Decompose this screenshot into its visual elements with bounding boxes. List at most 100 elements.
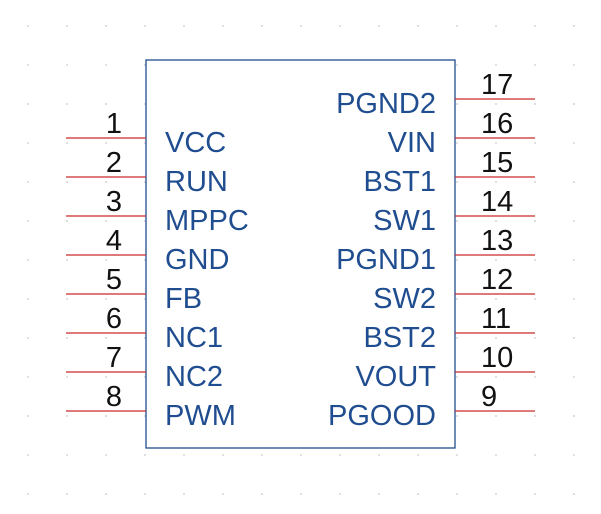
grid-dot bbox=[105, 337, 107, 339]
grid-dot bbox=[573, 376, 575, 378]
grid-dot bbox=[339, 454, 341, 456]
grid-dot bbox=[144, 454, 146, 456]
grid-dot bbox=[456, 181, 458, 183]
grid-dot bbox=[495, 25, 497, 27]
grid-dot bbox=[66, 454, 68, 456]
grid-dot bbox=[534, 181, 536, 183]
grid-dot bbox=[456, 415, 458, 417]
grid-dot bbox=[456, 64, 458, 66]
pin-name: RUN bbox=[165, 166, 228, 198]
grid-dot bbox=[534, 493, 536, 495]
pin-number: 12 bbox=[481, 264, 513, 296]
pin-number: 9 bbox=[481, 381, 497, 413]
pin-5: 5FB bbox=[66, 264, 202, 315]
grid-dot bbox=[534, 415, 536, 417]
grid-dot bbox=[222, 493, 224, 495]
grid-dot bbox=[183, 25, 185, 27]
grid-dot bbox=[105, 415, 107, 417]
pin-name: VOUT bbox=[355, 361, 436, 393]
pin-name: SW1 bbox=[373, 205, 436, 237]
pin-name: GND bbox=[165, 244, 229, 276]
grid-dot bbox=[105, 220, 107, 222]
grid-dot bbox=[144, 493, 146, 495]
grid-dot bbox=[27, 64, 29, 66]
pin-name: PWM bbox=[165, 400, 236, 432]
grid-dot bbox=[417, 493, 419, 495]
grid-dot bbox=[573, 259, 575, 261]
grid-dot bbox=[534, 103, 536, 105]
grid-dot bbox=[456, 298, 458, 300]
grid-dot bbox=[573, 337, 575, 339]
grid-dot bbox=[534, 337, 536, 339]
grid-dot bbox=[534, 454, 536, 456]
grid-dot bbox=[495, 142, 497, 144]
ic-body bbox=[145, 59, 456, 449]
pin-name: NC1 bbox=[165, 322, 223, 354]
grid-dot bbox=[105, 25, 107, 27]
pin-number: 8 bbox=[106, 381, 122, 413]
pin-number: 14 bbox=[481, 186, 513, 218]
grid-dot bbox=[495, 103, 497, 105]
grid-dot bbox=[417, 25, 419, 27]
grid-dot bbox=[105, 493, 107, 495]
pin-number: 11 bbox=[481, 303, 511, 335]
grid-dot bbox=[456, 259, 458, 261]
grid-dot bbox=[378, 25, 380, 27]
grid-dot bbox=[66, 415, 68, 417]
grid-dot bbox=[456, 25, 458, 27]
pin-number: 13 bbox=[481, 225, 513, 257]
grid-dot bbox=[27, 220, 29, 222]
grid-dot bbox=[534, 259, 536, 261]
pin-number: 1 bbox=[106, 108, 122, 140]
grid-dot bbox=[105, 64, 107, 66]
grid-dot bbox=[339, 25, 341, 27]
grid-dot bbox=[573, 298, 575, 300]
grid-dot bbox=[534, 25, 536, 27]
grid-dot bbox=[105, 142, 107, 144]
grid-dot bbox=[300, 454, 302, 456]
pin-number: 3 bbox=[106, 186, 122, 218]
grid-dot bbox=[144, 25, 146, 27]
grid-dot bbox=[573, 25, 575, 27]
grid-dot bbox=[105, 103, 107, 105]
grid-dot bbox=[534, 64, 536, 66]
grid-dot bbox=[495, 337, 497, 339]
grid-dot bbox=[534, 298, 536, 300]
grid-dot bbox=[105, 376, 107, 378]
grid-dot bbox=[534, 376, 536, 378]
grid-dot bbox=[66, 220, 68, 222]
grid-dot bbox=[456, 454, 458, 456]
grid-dot bbox=[339, 493, 341, 495]
grid-dot bbox=[27, 25, 29, 27]
grid-dot bbox=[300, 493, 302, 495]
grid-dot bbox=[183, 493, 185, 495]
pin-number: 4 bbox=[106, 225, 122, 257]
grid-dot bbox=[222, 454, 224, 456]
grid-dot bbox=[27, 259, 29, 261]
grid-dot bbox=[66, 376, 68, 378]
grid-dot bbox=[27, 376, 29, 378]
grid-dot bbox=[495, 454, 497, 456]
grid-dot bbox=[495, 376, 497, 378]
grid-dot bbox=[66, 298, 68, 300]
grid-dot bbox=[261, 454, 263, 456]
pin-number: 10 bbox=[481, 342, 513, 374]
pin-name: PGND2 bbox=[336, 88, 436, 120]
grid-dot bbox=[27, 493, 29, 495]
grid-dot bbox=[495, 298, 497, 300]
grid-dot bbox=[27, 415, 29, 417]
grid-dot bbox=[495, 415, 497, 417]
grid-dot bbox=[27, 181, 29, 183]
grid-dot bbox=[456, 493, 458, 495]
grid-dot bbox=[573, 142, 575, 144]
